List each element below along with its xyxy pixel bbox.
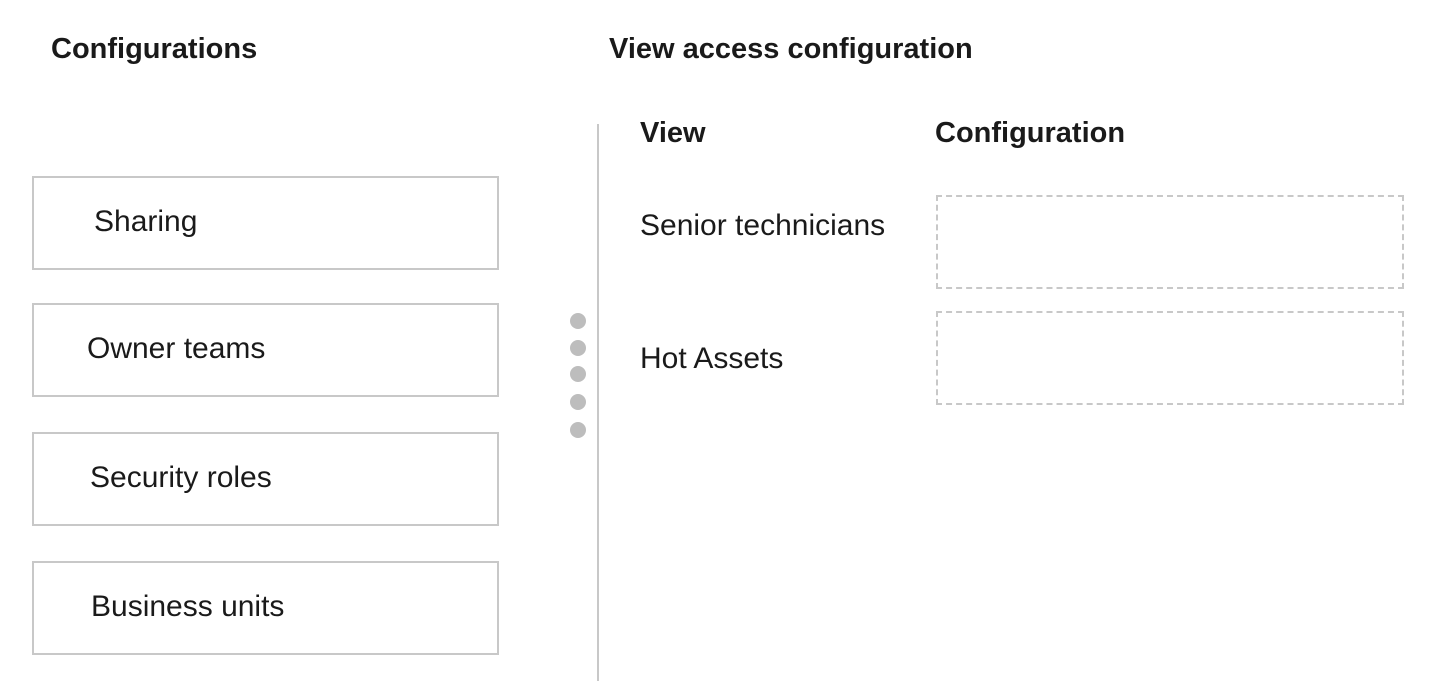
view-access-configuration-heading: View access configuration [609,33,973,65]
drag-handle-dots-icon[interactable] [570,313,586,439]
option-owner-teams[interactable]: Owner teams [32,303,499,397]
view-column-header: View [640,117,706,149]
option-label: Owner teams [87,332,266,365]
drag-dot [570,313,586,329]
drag-dot [570,366,586,382]
drag-dot [570,422,586,438]
configuration-column-header: Configuration [935,117,1126,149]
option-label: Sharing [94,205,198,238]
option-label: Business units [91,590,285,623]
option-business-units[interactable]: Business units [32,561,499,655]
drag-dot [570,340,586,356]
panel-divider [597,124,599,681]
configuration-options-list: Sharing Owner teams Security roles Busin… [32,176,499,656]
configuration-drop-zone[interactable] [936,311,1404,405]
view-row-label: Senior technicians [640,209,886,242]
configurations-heading: Configurations [51,33,258,65]
option-label: Security roles [90,461,272,494]
configuration-drop-zone[interactable] [936,195,1404,289]
option-security-roles[interactable]: Security roles [32,432,499,526]
option-sharing[interactable]: Sharing [32,176,499,270]
view-row-label: Hot Assets [640,342,784,375]
drag-dot [570,394,586,410]
